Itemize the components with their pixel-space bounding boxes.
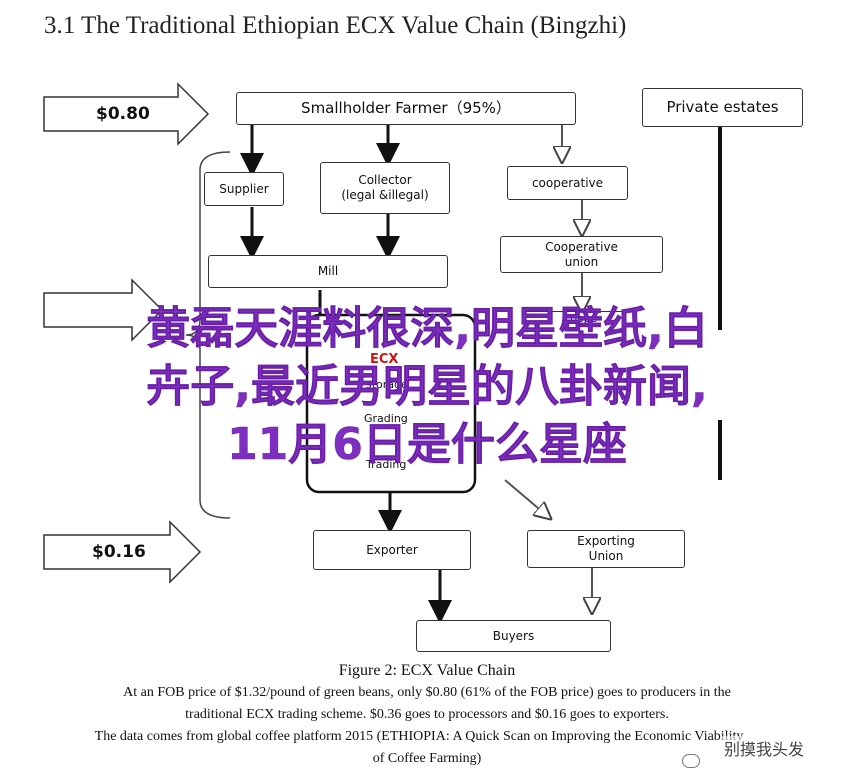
ecx-label: ECX: [370, 352, 399, 367]
caption-line-1: At an FOB price of $1.32/pound of green …: [123, 685, 731, 700]
figure-title: Figure 2: ECX Value Chain: [338, 662, 516, 679]
cooperative-union-box: Cooperative union: [500, 236, 663, 273]
grouping-brace: [185, 151, 231, 519]
mill-label: Mill: [317, 264, 339, 278]
exporter-label: Exporter: [366, 542, 418, 557]
ecx-box: [305, 313, 477, 494]
overlay-line-3: 11月6日是什么星座: [227, 419, 627, 471]
overlay-line-2: 卉子,最近男明星的八卦新闻,: [146, 361, 708, 413]
caption-line-2: traditional ECX trading scheme. $0.36 go…: [185, 707, 669, 722]
watermark: 别摸我头发: [722, 736, 807, 760]
exporter-box: Exporter: [313, 530, 471, 570]
mill-box: Mill: [208, 255, 448, 288]
cooperative-box: cooperative: [507, 166, 628, 200]
wechat-icon: [682, 754, 700, 768]
smallholder-farmer-box: Smallholder Farmer（95%）: [236, 92, 576, 125]
value-chain-diagram: [43, 82, 722, 624]
exporting-union-sublabel: Union: [588, 549, 624, 563]
overlay-line-1: 黄磊天涯料很深,明星壁纸,白: [146, 303, 708, 355]
private-estates-label: Private estates: [666, 98, 779, 117]
smallholder-farmer-label: Smallholder Farmer（95%）: [301, 99, 511, 118]
ecx-trading-label: Trading: [366, 458, 407, 471]
exporting-union-box: Exporting Union: [527, 530, 685, 568]
price-arrow-bottom: [43, 520, 202, 584]
arrow-ecx-exporting-union: [504, 479, 545, 514]
supplier-label: Supplier: [219, 181, 269, 196]
ecx-grading-label: Grading: [364, 412, 408, 425]
exporting-union-label: Exporting: [577, 534, 635, 548]
partial-cooperative-label: Coope: [562, 312, 598, 325]
cooperative-label: cooperative: [531, 175, 604, 190]
overlay-text: 黄磊天涯料很深,明星壁纸,白 卉子,最近男明星的八卦新闻, 11月6日是什么星座: [0, 300, 854, 474]
collector-sublabel: (legal &illegal): [341, 188, 429, 202]
supplier-box: Supplier: [204, 172, 284, 206]
cooperative-union-label: Cooperative: [545, 239, 618, 254]
buyers-label: Buyers: [492, 628, 535, 643]
private-estates-box: Private estates: [642, 88, 803, 127]
ecx-storage-label: storage: [366, 378, 408, 391]
caption-line-4: of Coffee Farming): [372, 751, 482, 766]
page-title: 3.1 The Traditional Ethiopian ECX Value …: [44, 12, 627, 39]
partial-cooperative-box: Coope: [525, 311, 635, 333]
price-arrow-top: [43, 82, 210, 146]
collector-box: Collector (legal &illegal): [320, 162, 450, 214]
price-label-top: $0.80: [96, 104, 150, 124]
buyers-box: Buyers: [416, 620, 611, 652]
collector-label: Collector: [358, 173, 412, 187]
cooperative-union-sublabel: union: [564, 254, 599, 269]
price-label-bottom: $0.16: [92, 542, 146, 562]
caption-line-3: The data comes from global coffee platfo…: [94, 729, 744, 744]
price-arrow-middle: [43, 278, 164, 342]
